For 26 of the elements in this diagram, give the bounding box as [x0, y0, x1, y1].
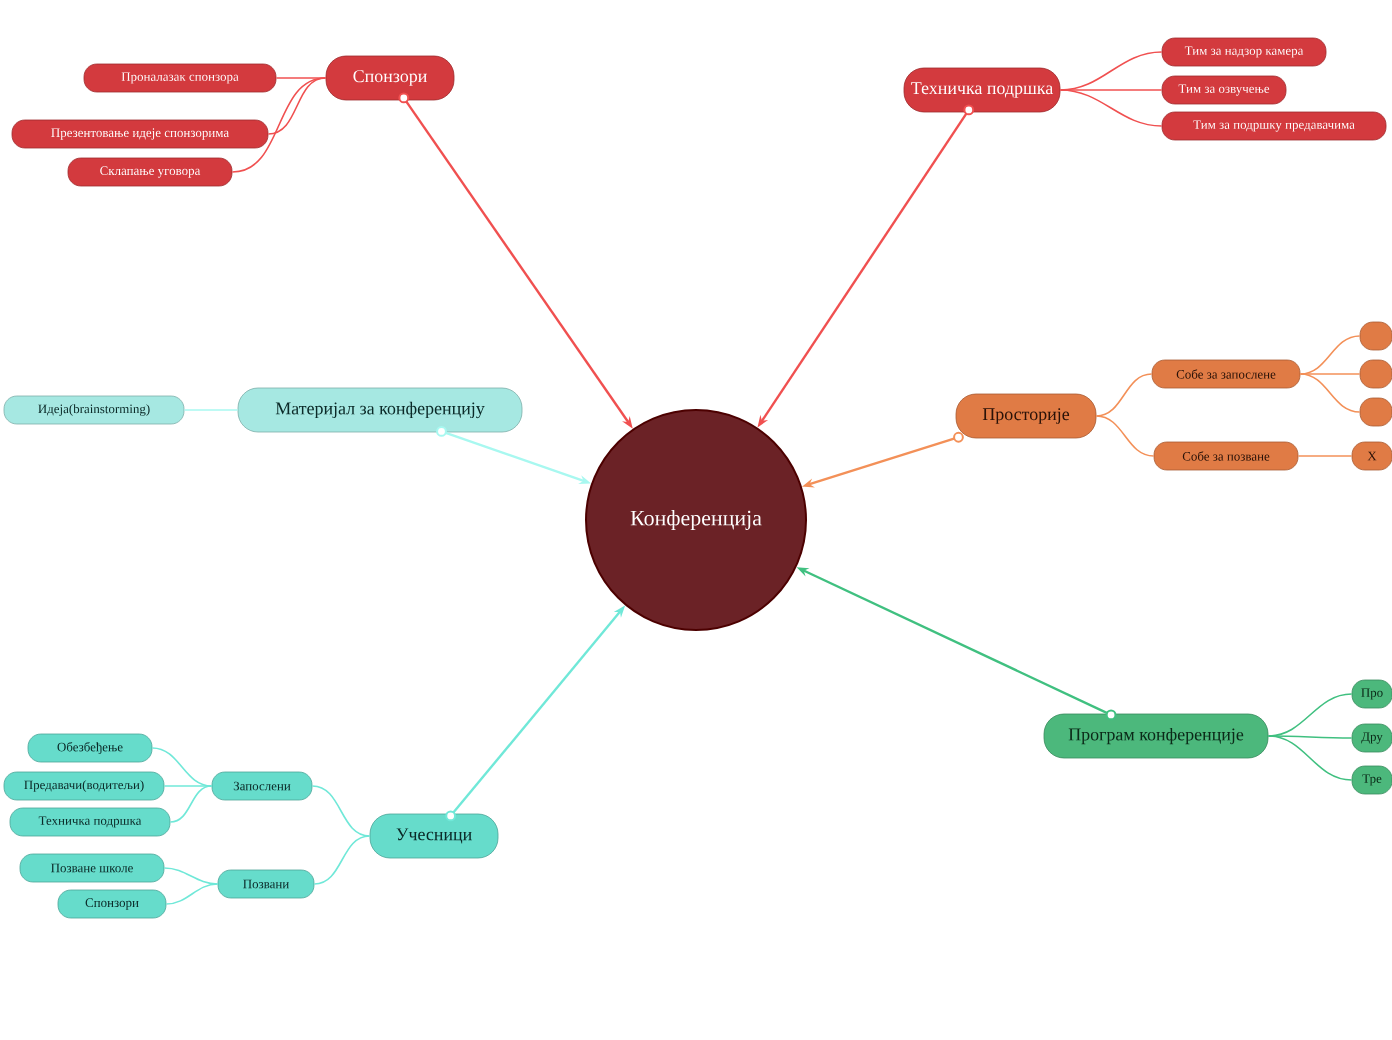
topic-box: Програм конференције	[1043, 713, 1269, 759]
topic-box: Спонзори	[325, 55, 455, 101]
connector-line	[1095, 373, 1153, 417]
connector-line	[1267, 735, 1353, 781]
topic-box: Учесници	[369, 813, 499, 859]
connector-line	[183, 409, 239, 411]
connector-line	[163, 785, 213, 787]
topic-box: Просторије	[955, 393, 1097, 439]
connector-line	[1297, 455, 1353, 457]
connector-line	[313, 835, 371, 885]
empty-box	[1359, 397, 1392, 427]
connector-line	[165, 883, 219, 905]
empty-box	[1359, 321, 1392, 351]
empty-box	[1359, 359, 1392, 389]
connector-line	[1059, 89, 1163, 127]
connector-line	[169, 785, 213, 823]
connector-line	[1299, 373, 1361, 375]
topic-box: Техничка подршка	[903, 67, 1061, 113]
connector-line	[1299, 373, 1361, 413]
connector-line	[231, 77, 327, 173]
connector-line	[163, 867, 219, 885]
connector-line	[275, 77, 327, 79]
connector-line	[311, 785, 371, 837]
connector-line	[1267, 735, 1353, 739]
connector-line	[1095, 415, 1155, 457]
topic-box: Материјал за конференцију	[237, 387, 523, 433]
